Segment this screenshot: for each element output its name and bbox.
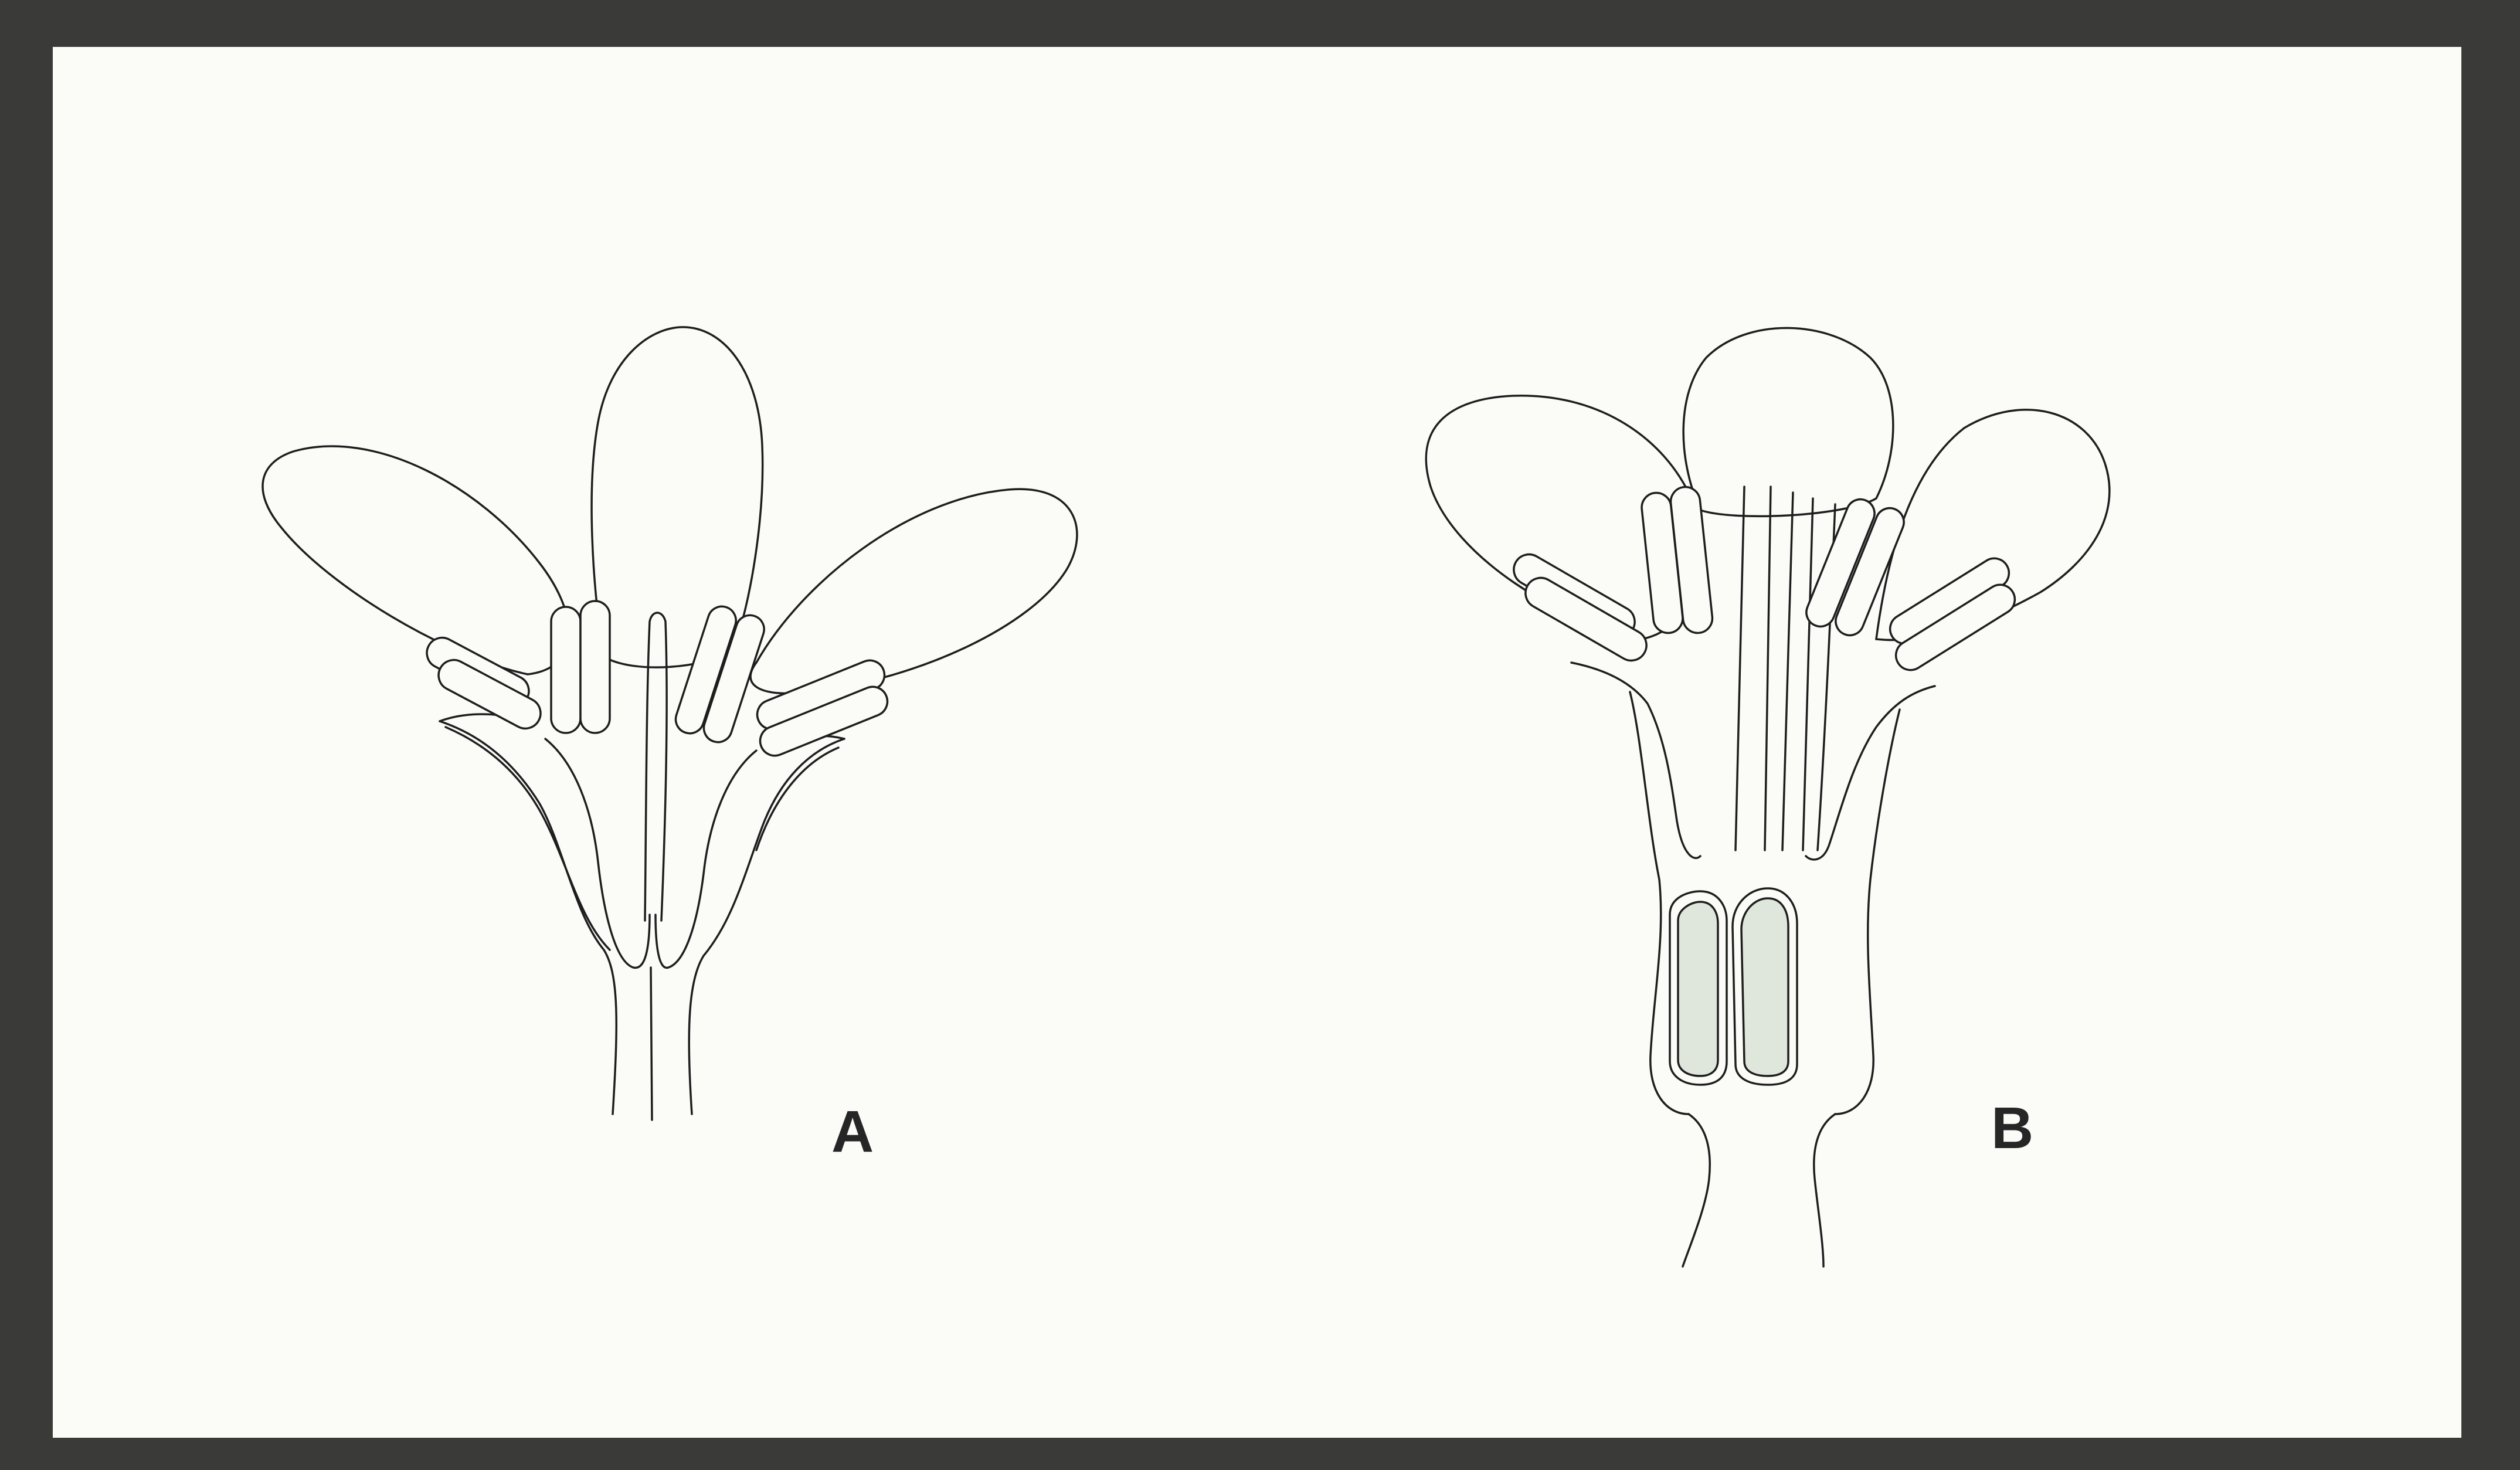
flower-b-stalk	[1683, 1114, 1835, 1267]
flower-b-center-petal	[1683, 328, 1893, 516]
flower-b-ovary	[1670, 888, 1797, 1085]
flower-a-center-petal	[592, 327, 763, 667]
flower-a-left-petal	[263, 446, 569, 674]
flower-a-inner-wall-right	[656, 751, 756, 967]
flower-a-drawing	[263, 327, 1077, 1120]
flower-a-right-petal	[750, 489, 1077, 693]
flower-b-tube-right-wall	[1835, 709, 1900, 1114]
flower-b-style-2	[1782, 493, 1813, 850]
flower-a-stalk	[651, 967, 652, 1120]
flower-a-tube-outer-right	[689, 739, 844, 1114]
flower-b-style-1	[1736, 487, 1771, 850]
label-b: B	[1991, 1099, 2033, 1157]
label-a: A	[831, 1102, 874, 1161]
flower-b-left-sepal	[1571, 663, 1700, 858]
flower-a-anther-center-left	[551, 601, 610, 733]
flower-a-tube-outer	[440, 721, 616, 1114]
